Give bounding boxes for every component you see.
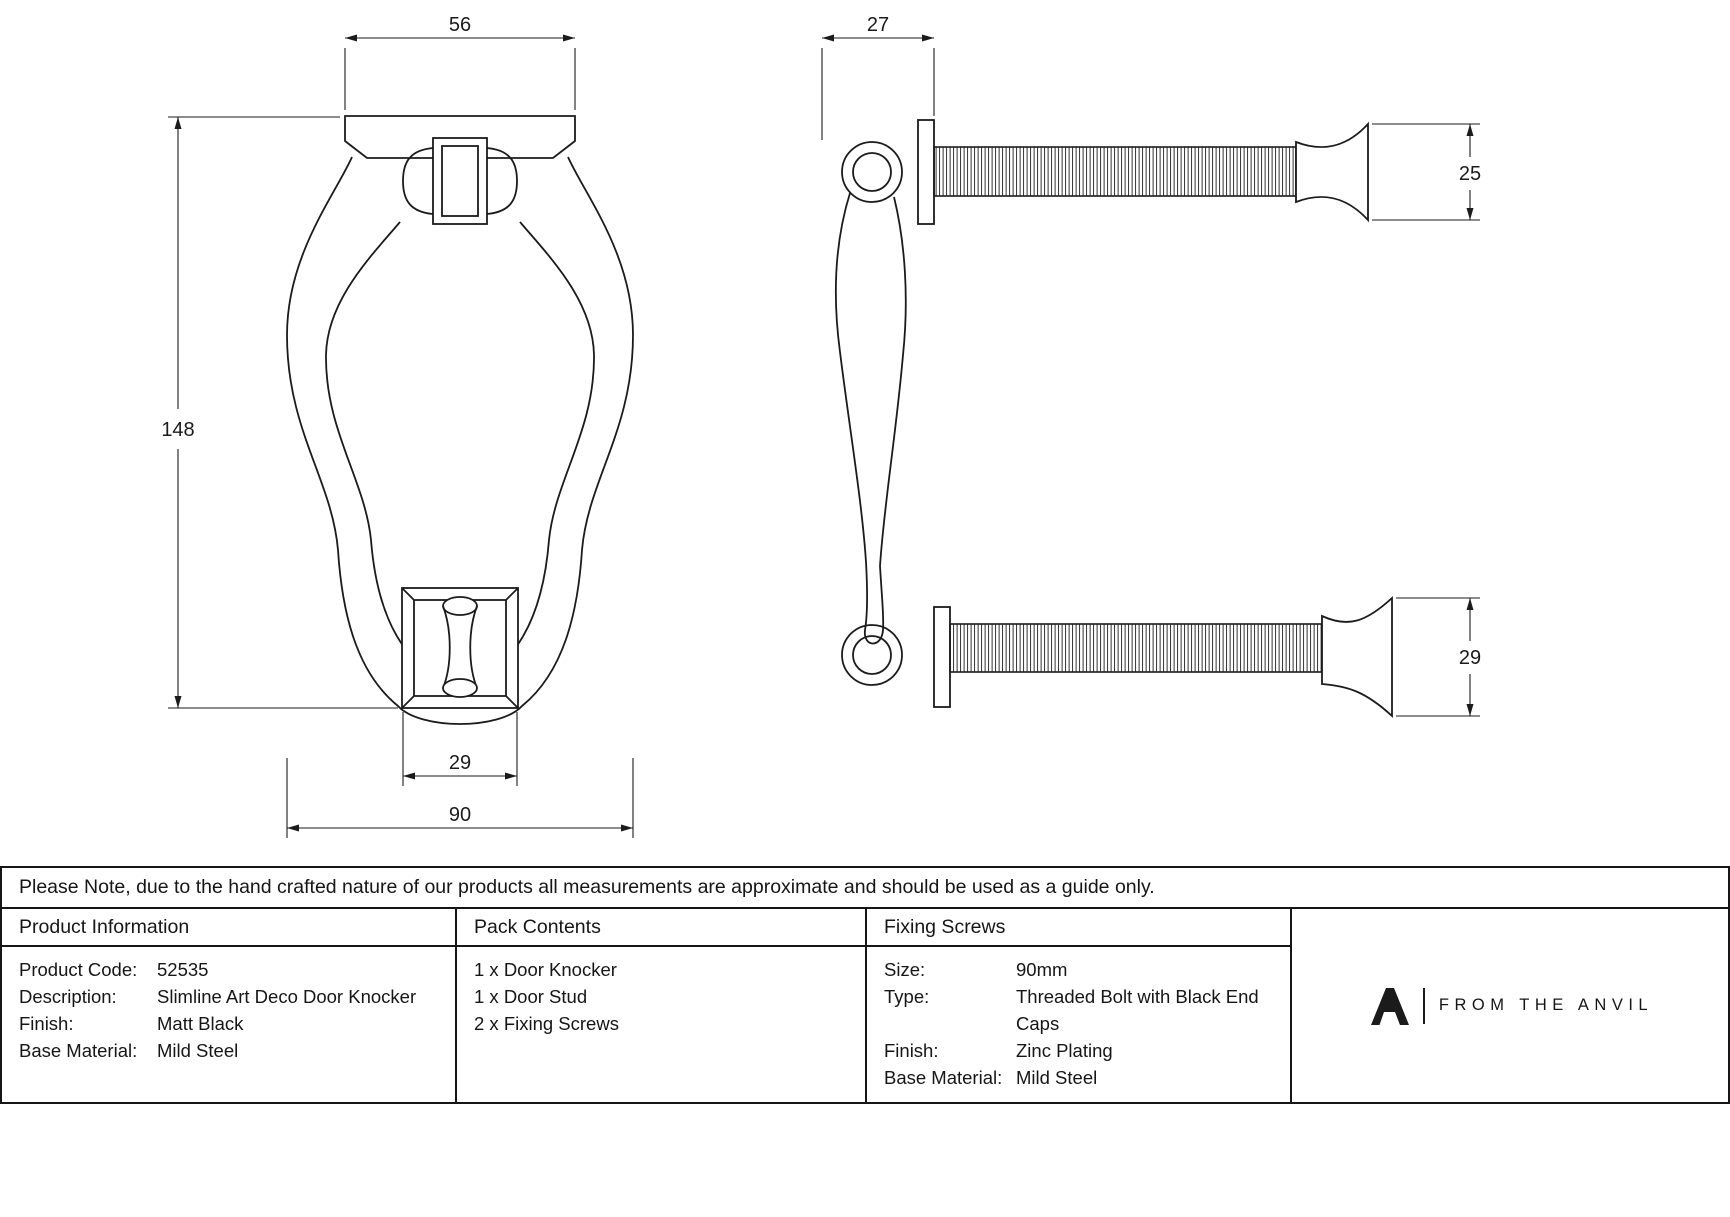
bottom-end-cap bbox=[1321, 595, 1393, 719]
brand-name: FROM THE ANVIL bbox=[1438, 996, 1654, 1014]
front-view bbox=[286, 115, 634, 725]
top-ring-outer bbox=[841, 141, 903, 203]
dim-label-front-stud-width: 29 bbox=[449, 752, 471, 774]
pivot-block-inner bbox=[441, 145, 479, 217]
spec-value: 52535 bbox=[157, 959, 209, 980]
spec-label: Finish: bbox=[884, 1040, 939, 1061]
spec-value: Zinc Plating bbox=[1016, 1040, 1113, 1061]
bottom-ring-inner bbox=[852, 635, 892, 675]
spec-value: Matt Black bbox=[157, 1013, 244, 1034]
header-fixing-screws: Fixing Screws bbox=[867, 909, 1292, 947]
spec-label: Product Code: bbox=[19, 959, 138, 980]
top-ring-inner bbox=[852, 152, 892, 192]
dim-label-front-top-width: 56 bbox=[449, 14, 471, 36]
door-stud-side bbox=[469, 605, 478, 689]
stud-plate-bevel bbox=[401, 587, 415, 601]
spec-label: Type: bbox=[884, 986, 930, 1007]
spec-row: Base Material: Mild Steel bbox=[19, 1037, 449, 1064]
spec-label: Finish: bbox=[19, 1013, 74, 1034]
spec-label: Size: bbox=[884, 959, 926, 980]
header-product-information: Product Information bbox=[2, 909, 457, 947]
pivot-cap-right bbox=[486, 147, 518, 215]
dim-label-front-overall-width: 90 bbox=[449, 804, 471, 826]
spec-label: Base Material: bbox=[884, 1067, 1003, 1088]
brand-logo-cell: FROM THE ANVIL bbox=[1292, 909, 1728, 1102]
measurement-note: Please Note, due to the hand crafted nat… bbox=[0, 866, 1730, 909]
top-fixing-plate bbox=[917, 119, 935, 225]
logo-divider bbox=[1422, 987, 1425, 1024]
stud-plate-bevel bbox=[505, 587, 519, 601]
spec-value: Mild Steel bbox=[157, 1040, 239, 1061]
dim-label-side-bolt-bottom: 29 bbox=[1459, 647, 1481, 669]
top-bracket bbox=[344, 115, 576, 159]
door-stud-top bbox=[442, 596, 478, 616]
stud-plate-bevel bbox=[505, 695, 519, 709]
header-pack-contents: Pack Contents bbox=[457, 909, 867, 947]
knocker-body-outer bbox=[286, 156, 634, 725]
spec-value: Slimline Art Deco Door Knocker bbox=[157, 986, 417, 1007]
handle-profile bbox=[835, 192, 907, 645]
spec-row: Product Code: 52535 bbox=[19, 956, 449, 983]
pack-item: 2 x Fixing Screws bbox=[474, 1013, 619, 1034]
spec-table: Product Information Pack Contents Fixing… bbox=[0, 907, 1730, 1104]
spec-value: 90mm bbox=[1016, 959, 1068, 980]
dim-label-side-depth: 27 bbox=[867, 14, 889, 36]
stud-plate-bevel bbox=[401, 695, 415, 709]
dim-label-side-bolt-top: 25 bbox=[1459, 163, 1481, 185]
dim-label-front-height: 148 bbox=[161, 419, 194, 441]
spec-label: Base Material: bbox=[19, 1040, 138, 1061]
top-end-cap bbox=[1295, 121, 1369, 223]
spec-row: Description: Slimline Art Deco Door Knoc… bbox=[19, 983, 449, 1010]
spec-value: Mild Steel bbox=[1016, 1067, 1098, 1088]
product-information-cell: Product Code: 52535 Description: Slimlin… bbox=[2, 947, 457, 1102]
bottom-threaded-bolt bbox=[949, 623, 1323, 673]
spec-value: Threaded Bolt with Black End Caps bbox=[1016, 986, 1259, 1034]
spec-row: Type: Threaded Bolt with Black End Caps bbox=[884, 983, 1284, 1037]
side-dimensions: 27 25 29 bbox=[821, 14, 1481, 717]
front-dimensions: 56 148 29 90 bbox=[161, 14, 634, 838]
pack-contents-cell: 1 x Door Knocker 1 x Door Stud 2 x Fixin… bbox=[457, 947, 867, 1102]
technical-drawing: 56 148 29 90 bbox=[161, 14, 1481, 838]
bottom-ring-outer bbox=[841, 624, 903, 686]
top-threaded-bolt bbox=[933, 146, 1297, 197]
door-stud-bottom bbox=[442, 678, 478, 698]
pivot-cap-left bbox=[402, 147, 434, 215]
pack-item: 1 x Door Knocker bbox=[474, 959, 617, 980]
spec-row: Base Material: Mild Steel bbox=[884, 1064, 1284, 1091]
pack-item: 1 x Door Stud bbox=[474, 986, 588, 1007]
spec-row: Size: 90mm bbox=[884, 956, 1284, 983]
spec-label: Description: bbox=[19, 986, 117, 1007]
anvil-logo-icon bbox=[1370, 987, 1409, 1025]
fixing-screws-cell: Size: 90mm Type: Threaded Bolt with Blac… bbox=[867, 947, 1292, 1102]
note-text: Please Note, due to the hand crafted nat… bbox=[19, 876, 1155, 898]
spec-row: Finish: Zinc Plating bbox=[884, 1037, 1284, 1064]
door-stud-side bbox=[442, 605, 451, 689]
bottom-fixing-plate bbox=[933, 606, 951, 708]
spec-row: Finish: Matt Black bbox=[19, 1010, 449, 1037]
side-view bbox=[835, 119, 1393, 719]
